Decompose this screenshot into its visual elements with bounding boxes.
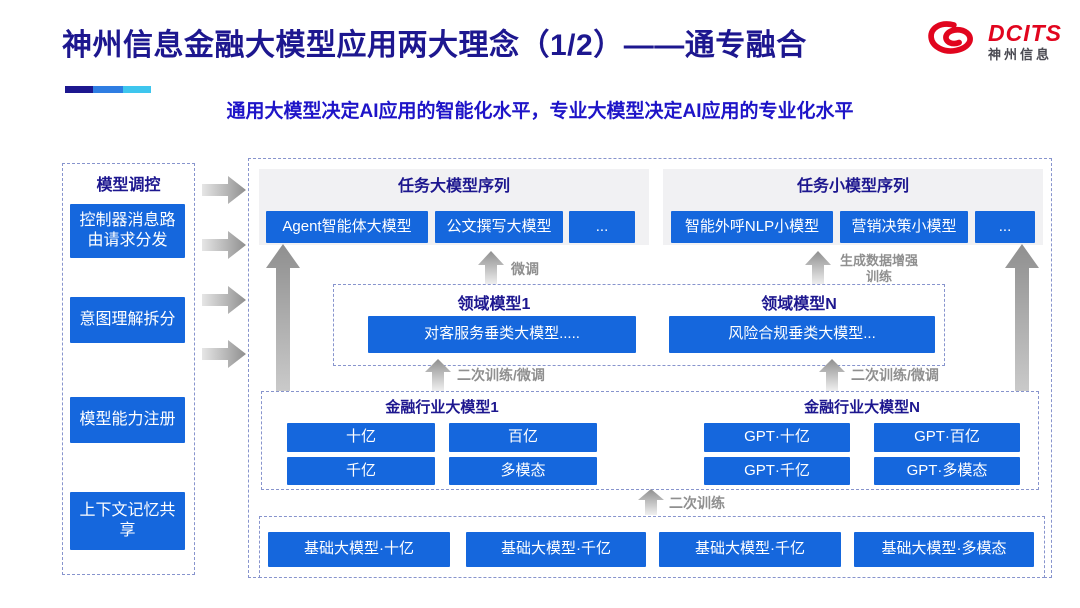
task-small-more-box: ... (975, 211, 1035, 243)
flow-arrow-up-icon (638, 489, 664, 520)
logo-subname: 神州信息 (988, 47, 1053, 63)
flow-arrow-right-icon (202, 176, 246, 209)
sidebar-item-router: 控制器消息路由请求分发 (70, 204, 185, 258)
accent-bar-cyan (123, 86, 151, 93)
agent-large-model-box: Agent智能体大模型 (266, 211, 428, 243)
gpt-hundred-billion-model-box: GPT·千亿 (704, 457, 850, 485)
slide-subtitle: 通用大模型决定AI应用的智能化水平，专业大模型决定AI应用的专业化水平 (226, 101, 854, 122)
industry-model-box: 金融行业大模型1 十亿 百亿 千亿 多模态 金融行业大模型N GPT·十亿 GP… (261, 391, 1039, 490)
fine-tune-label: 微调 (511, 261, 539, 277)
secondary-train-label: 二次训练 (669, 495, 725, 511)
page-title: 神州信息金融大模型应用两大理念（1/2）——通专融合 (62, 29, 807, 62)
base-model-multimodal-box: 基础大模型·多模态 (854, 532, 1034, 567)
billion-model-box: 十亿 (287, 423, 435, 452)
secondary-right-label: 二次训练/微调 (851, 367, 939, 383)
flow-arrow-right-icon (202, 340, 246, 373)
sidebar-title: 模型调控 (96, 177, 161, 194)
marketing-model-box: 营销决策小模型 (840, 211, 968, 243)
gpt-billion-model-box: GPT·十亿 (704, 423, 850, 452)
domain-right-title: 领域模型N (761, 296, 837, 313)
gen-data-train-label: 生成数据增强训练 (839, 253, 918, 284)
flow-arrow-up-icon (266, 244, 300, 493)
domain-left-title: 领域模型1 (457, 296, 531, 313)
dcits-logo: DCITS 神州信息 (925, 18, 1062, 65)
flow-arrow-right-icon (202, 286, 246, 319)
hundred-billion-model-box: 千亿 (287, 457, 435, 485)
flow-arrow-up-icon (425, 359, 451, 396)
sidebar-item-context: 上下文记忆共享 (70, 492, 185, 550)
flow-arrow-up-icon (478, 251, 504, 290)
flow-arrow-up-icon (1005, 244, 1039, 493)
sidebar-item-register: 模型能力注册 (70, 397, 185, 443)
risk-compliance-model-box: 风险合规垂类大模型... (669, 316, 935, 353)
accent-bar-blue (93, 86, 123, 93)
dcits-swirl-logo-icon (925, 18, 981, 65)
sidebar-item-intent: 意图理解拆分 (70, 297, 185, 343)
task-large-title: 任务大模型序列 (397, 178, 510, 195)
flow-arrow-up-icon (805, 251, 831, 290)
task-small-model-group: 任务小模型序列 智能外呼NLP小模型 营销决策小模型 ... (663, 169, 1043, 245)
domain-model-box: 领域模型1 对客服务垂类大模型..... 领域模型N 风险合规垂类大模型... (333, 284, 945, 366)
accent-bar-navy (65, 86, 93, 93)
doc-writing-model-box: 公文撰写大模型 (435, 211, 563, 243)
task-large-more-box: ... (569, 211, 635, 243)
base-model-hundred-billion-box: 基础大模型·千亿 (466, 532, 646, 567)
gpt-multimodal-model-box: GPT·多模态 (874, 457, 1020, 485)
title-accent-bar (65, 86, 151, 93)
customer-service-model-box: 对客服务垂类大模型..... (368, 316, 636, 353)
architecture-panel: 任务大模型序列 Agent智能体大模型 公文撰写大模型 ... 任务小模型序列 … (248, 158, 1052, 578)
base-model-hundred-billion-box-2: 基础大模型·千亿 (659, 532, 841, 567)
industry-right-title: 金融行业大模型N (804, 399, 920, 416)
flow-arrow-right-icon (202, 231, 246, 264)
logo-name: DCITS (988, 20, 1062, 47)
industry-left-title: 金融行业大模型1 (385, 399, 499, 416)
task-large-model-group: 任务大模型序列 Agent智能体大模型 公文撰写大模型 ... (259, 169, 649, 245)
base-model-billion-box: 基础大模型·十亿 (268, 532, 450, 567)
flow-arrow-up-icon (819, 359, 845, 396)
model-control-panel: 模型调控 控制器消息路由请求分发 意图理解拆分 模型能力注册 上下文记忆共享 (62, 163, 195, 575)
task-small-title: 任务小模型序列 (796, 178, 909, 195)
secondary-left-label: 二次训练/微调 (457, 367, 545, 383)
gpt-ten-billion-model-box: GPT·百亿 (874, 423, 1020, 452)
nlp-callout-model-box: 智能外呼NLP小模型 (671, 211, 833, 243)
ten-billion-model-box: 百亿 (449, 423, 597, 452)
multimodal-model-box: 多模态 (449, 457, 597, 485)
base-model-box: 基础大模型·十亿 基础大模型·千亿 基础大模型·千亿 基础大模型·多模态 (259, 516, 1045, 578)
